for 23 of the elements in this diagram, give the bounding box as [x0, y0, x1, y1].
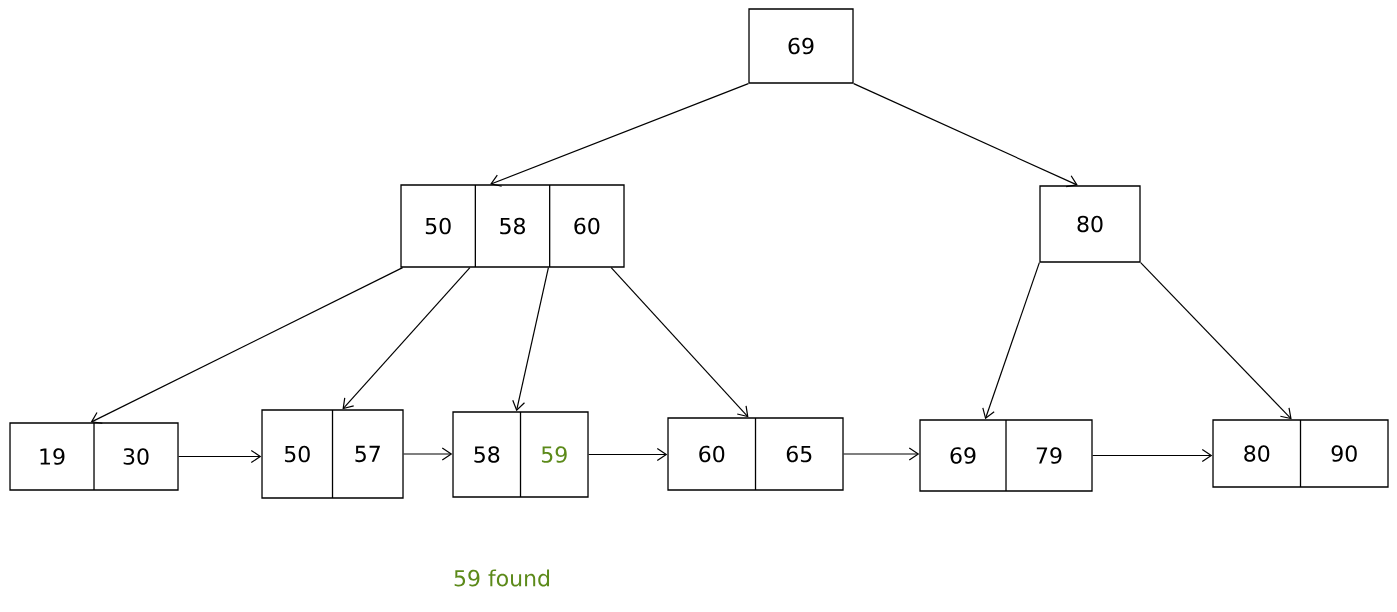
key-box: 69 79: [919, 419, 1093, 492]
arrow: [982, 262, 1040, 420]
arrow: [843, 447, 920, 461]
key-box: 80: [1039, 185, 1141, 263]
arrow: [490, 83, 749, 187]
key-box: 60 65: [667, 417, 844, 491]
key-box: 80 90: [1212, 419, 1389, 488]
key-box: 19 30: [9, 422, 179, 491]
result-note: 59 found: [454, 569, 549, 587]
arrow: [342, 267, 471, 410]
arrow: [512, 267, 549, 412]
arrow: [610, 267, 749, 418]
arrow: [403, 447, 453, 461]
key-box: 50 57: [261, 409, 404, 499]
arrow: [1092, 448, 1213, 463]
key-box: 69: [748, 8, 854, 84]
arrow: [588, 447, 668, 462]
arrow: [178, 449, 262, 464]
arrow: [853, 83, 1078, 188]
key-box: 50 58 60: [400, 184, 625, 268]
arrow: [1140, 262, 1292, 420]
key-box: 58 59: [452, 411, 589, 498]
arrow: [90, 267, 404, 424]
